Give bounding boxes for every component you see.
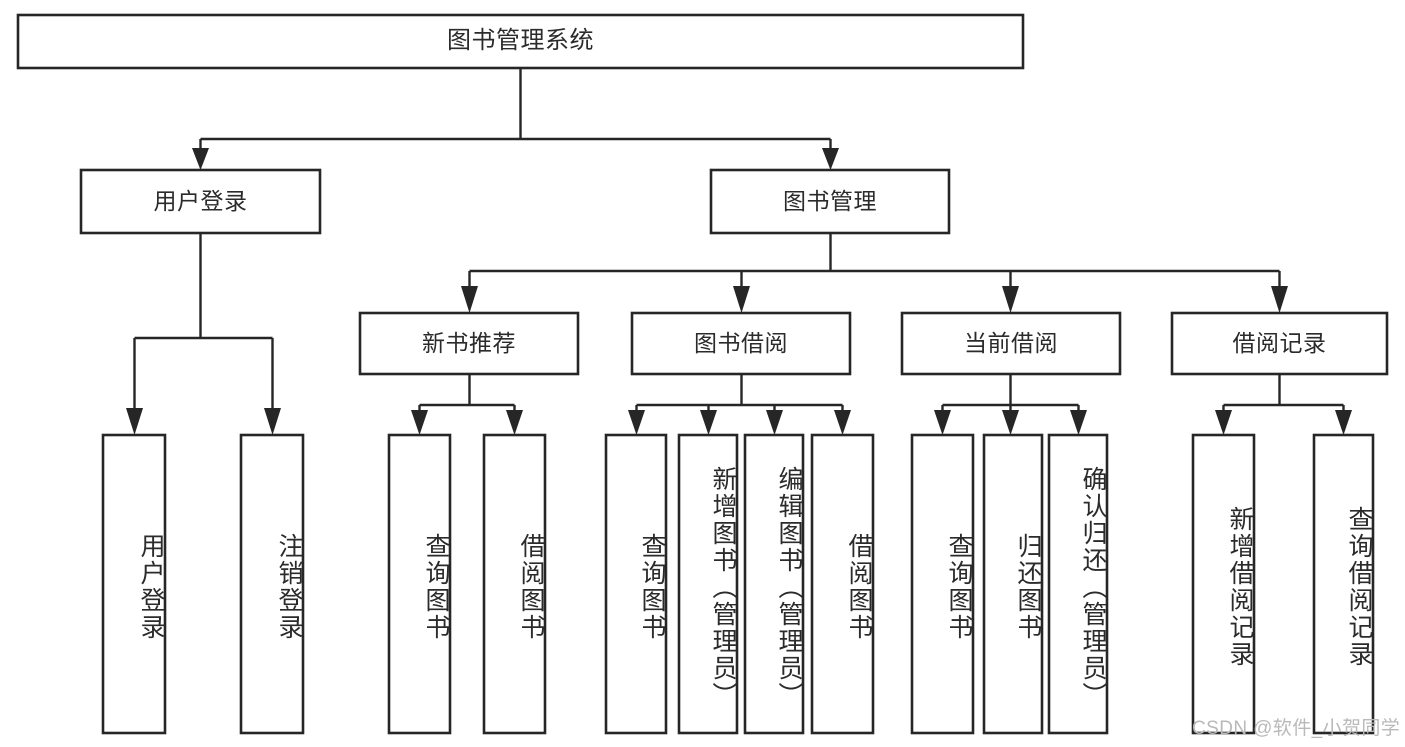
arrowhead-userlogin: [192, 148, 209, 170]
connector-group-user-login: [126, 233, 281, 435]
node-box-leaf-query-book-bor[interactable]: [604, 433, 668, 735]
connector-group-book-management: [461, 233, 1288, 313]
node-box-leaf-borrow-book-bor[interactable]: [810, 433, 875, 735]
node-box-leaf-query-record[interactable]: [1312, 433, 1375, 735]
node-box-leaf-add-record[interactable]: [1191, 433, 1256, 735]
connector-group-book-borrow: [628, 374, 851, 435]
arrowhead-leaf-query-book-bor: [628, 410, 645, 435]
node-box-root[interactable]: [16, 13, 1025, 70]
node-box-user-login[interactable]: [79, 168, 322, 235]
node-box-borrow-record[interactable]: [1170, 311, 1389, 376]
arrowhead-leaf-confirm-return: [1070, 410, 1087, 435]
csdn-watermark: CSDN @软件_小贺同学: [1192, 718, 1401, 739]
arrowhead-new-book-recommend: [461, 286, 478, 313]
arrowhead-borrow-record: [1271, 286, 1288, 313]
node-box-leaf-user-login[interactable]: [101, 433, 167, 735]
arrowhead-leaf-query-record: [1335, 410, 1352, 435]
connector-group-borrow-record: [1215, 374, 1352, 435]
arrowhead-leaf-borrow-book-bor: [834, 410, 851, 435]
node-box-leaf-add-book[interactable]: [677, 433, 739, 735]
connector-group-new-book-recommend: [411, 374, 523, 435]
node-box-leaf-borrow-book-rec[interactable]: [482, 433, 547, 735]
node-box-leaf-user-logout[interactable]: [239, 433, 305, 735]
node-box-book-borrow[interactable]: [630, 311, 852, 376]
arrowhead-leaf-return-book: [1002, 410, 1019, 435]
node-box-leaf-return-book[interactable]: [982, 433, 1044, 735]
arrowhead-leaf-add-record: [1215, 410, 1232, 435]
connector-group-root: [192, 68, 839, 170]
node-box-leaf-query-book-cur[interactable]: [910, 433, 975, 735]
arrowhead-leaf-add-book: [700, 410, 717, 435]
arrowhead-leaf-user-login: [126, 408, 143, 435]
arrowhead-leaf-edit-book: [766, 410, 783, 435]
arrowhead-leaf-borrow-book-rec: [506, 410, 523, 435]
arrowhead-current-borrow: [1002, 286, 1019, 313]
arrowhead-bookmgmt: [822, 148, 839, 170]
arrowhead-leaf-query-book-rec: [411, 410, 428, 435]
node-box-new-book-recommend[interactable]: [358, 311, 580, 376]
node-box-leaf-query-book-rec[interactable]: [387, 433, 452, 735]
node-box-leaf-confirm-return[interactable]: [1047, 433, 1109, 735]
node-box-book-management[interactable]: [709, 168, 951, 235]
connector-group-current-borrow: [934, 374, 1087, 435]
arrowhead-leaf-query-book-cur: [934, 410, 951, 435]
arrowhead-leaf-user-logout: [264, 408, 281, 435]
node-box-current-borrow[interactable]: [900, 311, 1122, 376]
arrowhead-book-borrow: [733, 286, 750, 313]
node-box-leaf-edit-book[interactable]: [743, 433, 805, 735]
